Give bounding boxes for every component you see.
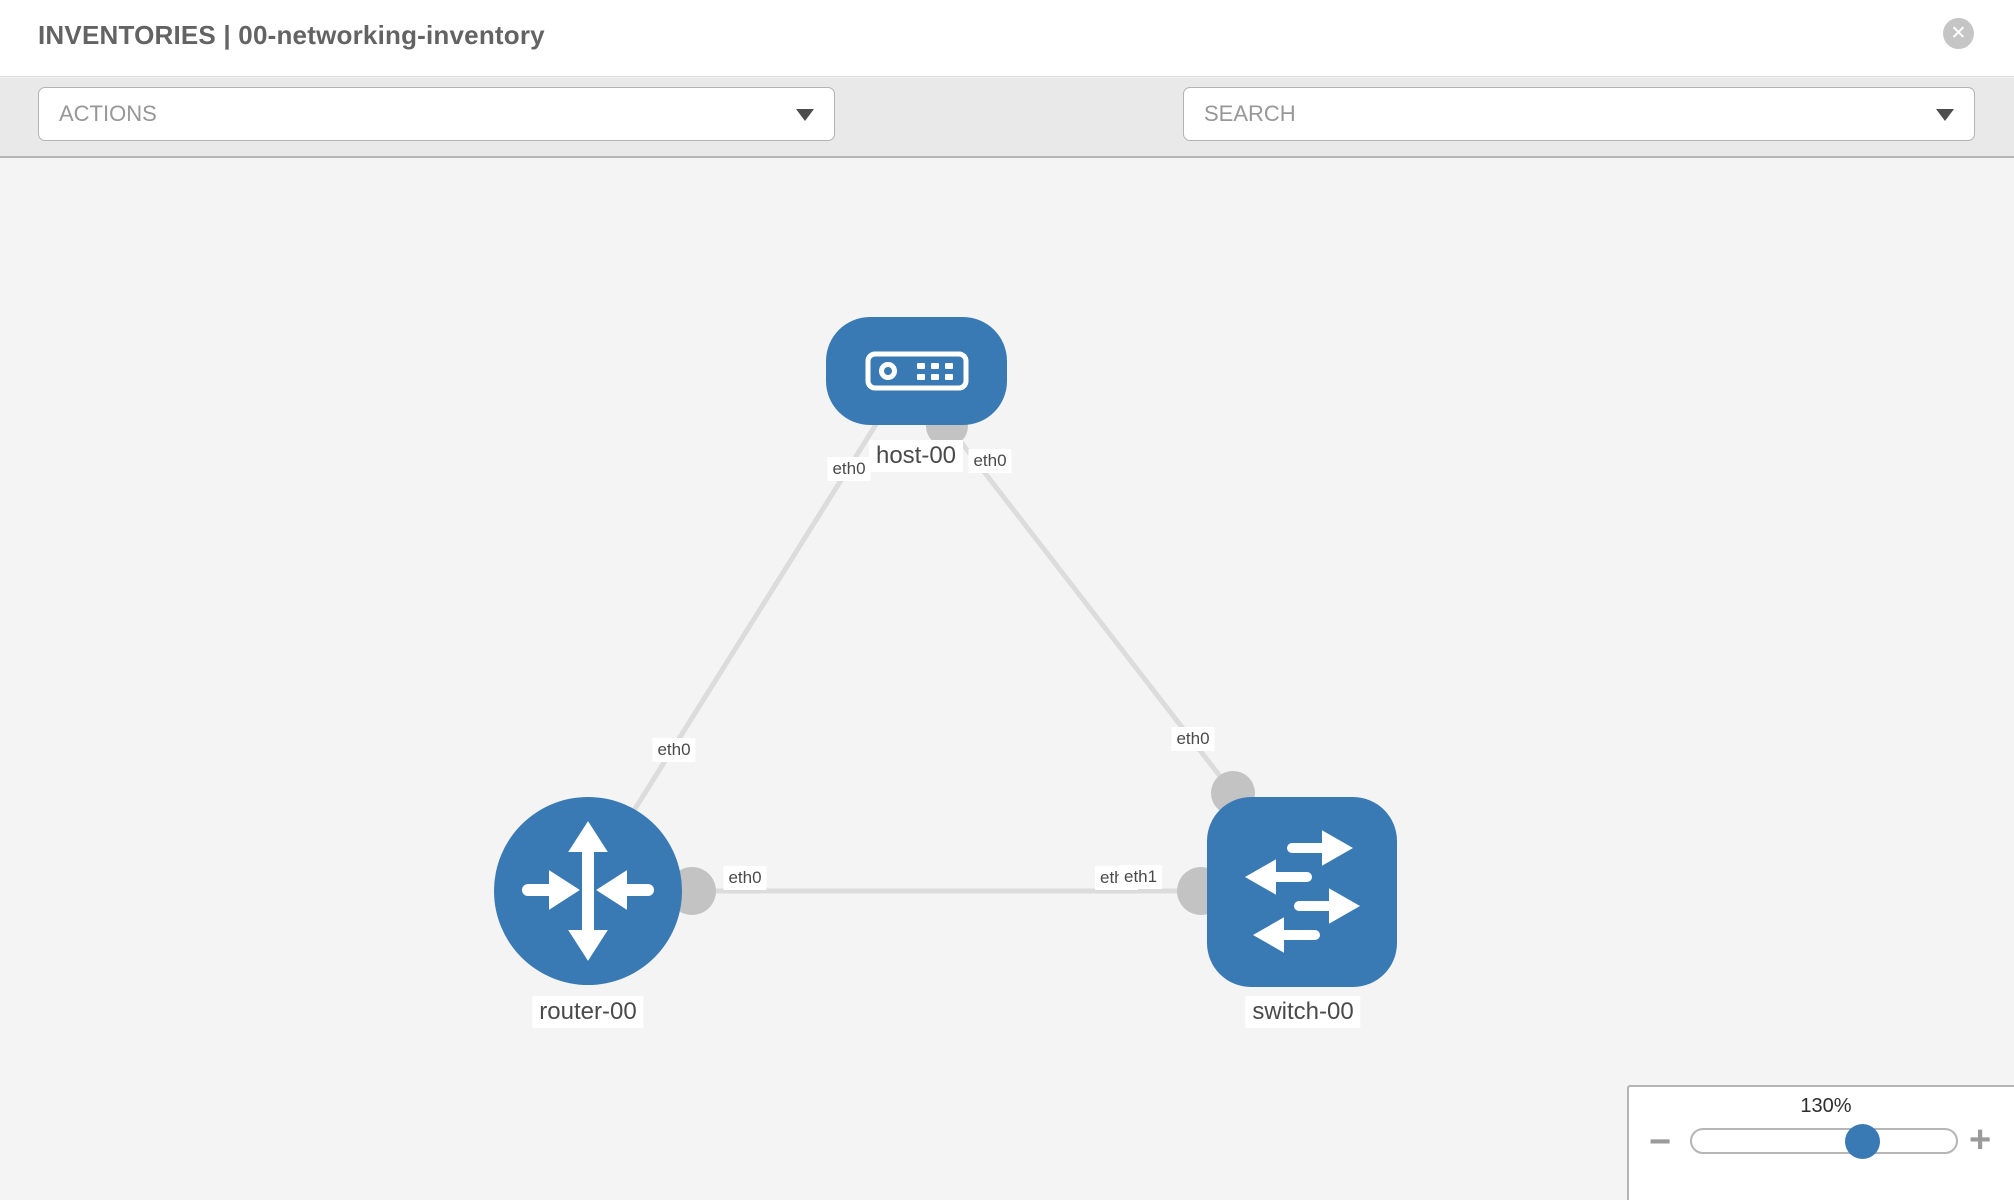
node-label-router: router-00 bbox=[532, 996, 644, 1028]
zoom-slider-handle[interactable] bbox=[1845, 1124, 1880, 1159]
minus-icon[interactable]: − bbox=[1649, 1121, 1672, 1163]
close-icon-glyph: ✕ bbox=[1950, 23, 1967, 44]
node-switch-00[interactable] bbox=[1207, 797, 1397, 987]
zoom-level-value: 130% bbox=[1800, 1095, 1852, 1117]
node-host-00[interactable] bbox=[826, 317, 1007, 425]
if-label-router-up: eth0 bbox=[652, 738, 696, 762]
router-icon bbox=[522, 821, 654, 961]
node-router-00[interactable] bbox=[494, 797, 682, 985]
if-label-mid-left: eth0 bbox=[723, 866, 767, 890]
search-placeholder: SEARCH bbox=[1204, 101, 1296, 126]
actions-dropdown-label: ACTIONS bbox=[59, 101, 157, 126]
topology-canvas[interactable]: host-00 router-00 switch-00 eth0 eth0 et… bbox=[0, 160, 2014, 1200]
switch-icon bbox=[1244, 830, 1361, 953]
page-title: INVENTORIES | 00-networking-inventory bbox=[38, 20, 545, 50]
zoom-control-panel: 130% − + bbox=[1627, 1085, 2014, 1200]
toolbar: ACTIONS SEARCH bbox=[0, 78, 2014, 209]
node-label-host: host-00 bbox=[868, 440, 964, 472]
plus-icon[interactable]: + bbox=[1969, 1119, 1992, 1161]
header-bar: INVENTORIES | 00-networking-inventory ✕ bbox=[0, 0, 2014, 77]
if-label-mid-front: eth1 bbox=[1119, 865, 1163, 889]
search-dropdown[interactable]: SEARCH bbox=[1183, 87, 1975, 141]
if-label-host-right: eth0 bbox=[968, 449, 1012, 473]
link-host-router bbox=[605, 416, 883, 854]
node-label-switch: switch-00 bbox=[1245, 996, 1361, 1028]
links-layer bbox=[605, 405, 1255, 915]
host-icon bbox=[865, 351, 968, 391]
chevron-down-icon bbox=[1936, 109, 1954, 121]
actions-dropdown[interactable]: ACTIONS bbox=[38, 87, 835, 141]
close-icon[interactable]: ✕ bbox=[1943, 18, 1974, 49]
chevron-down-icon bbox=[796, 109, 814, 121]
zoom-slider-track[interactable] bbox=[1690, 1128, 1958, 1154]
if-label-host-left: eth0 bbox=[827, 457, 871, 481]
if-label-switch-up: eth0 bbox=[1171, 727, 1215, 751]
